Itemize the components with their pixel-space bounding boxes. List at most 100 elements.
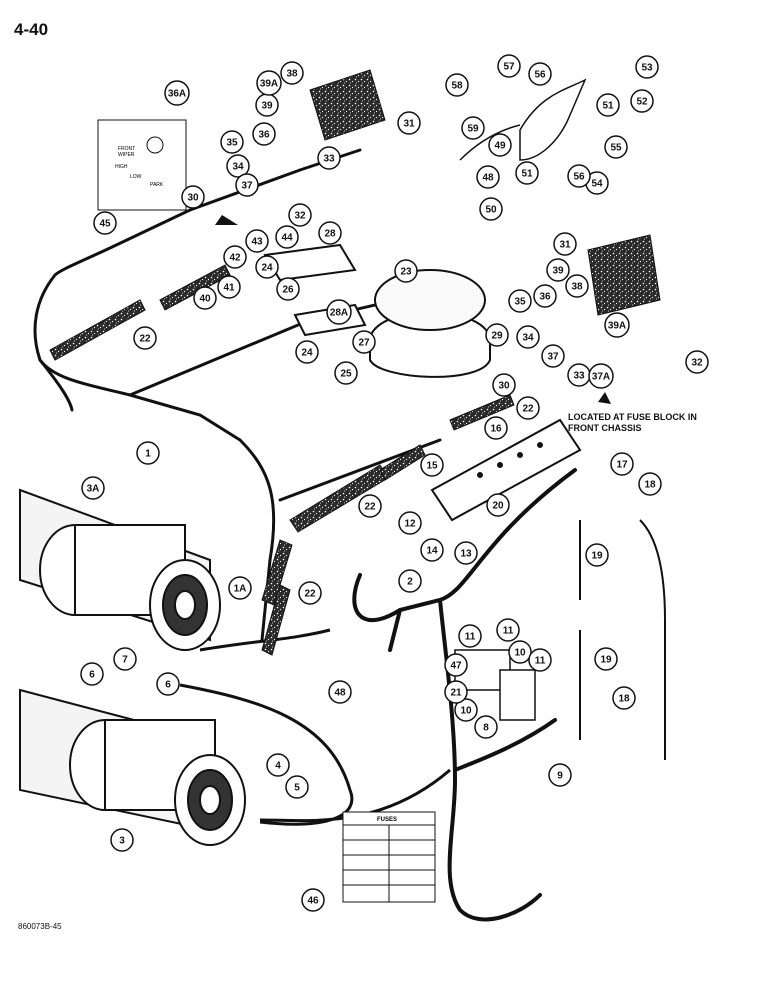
callout-label: 40 (199, 294, 211, 305)
callout-label: 14 (426, 546, 438, 557)
callout-label: 8 (483, 723, 489, 734)
callout-label: 30 (498, 381, 510, 392)
card-park: PARK (150, 182, 164, 188)
callout-27: 27 (352, 330, 376, 354)
callout-14: 14 (420, 538, 444, 562)
callout-label: 39A (608, 321, 626, 332)
callout-label: 22 (364, 502, 376, 513)
callout-label: 42 (229, 253, 241, 264)
callout-label: 11 (535, 656, 546, 667)
callout-31-2: 31 (553, 232, 577, 256)
callout-label: 54 (591, 179, 603, 190)
wiper-motor-pad-right (587, 234, 661, 316)
callout-3a: 3A (81, 476, 105, 500)
callout-label: 50 (485, 205, 497, 216)
callout-label: 22 (139, 334, 151, 345)
callout-label: 36 (258, 130, 270, 141)
callout-56-2: 56 (567, 164, 591, 188)
callout-35-2: 35 (508, 289, 532, 313)
callout-label: 33 (573, 371, 585, 382)
callout-59: 59 (461, 116, 485, 140)
callout-label: 10 (514, 648, 526, 659)
callout-label: 29 (491, 331, 503, 342)
callout-32-1: 32 (288, 203, 312, 227)
callout-19-1: 19 (585, 543, 609, 567)
callout-label: 21 (450, 688, 462, 699)
callout-48-2: 48 (328, 680, 352, 704)
callout-label: 38 (286, 69, 298, 80)
relay-block (454, 649, 536, 721)
callout-5: 5 (285, 775, 309, 799)
callout-17: 17 (610, 452, 634, 476)
callout-label: 11 (503, 626, 514, 637)
callout-19-2: 19 (594, 647, 618, 671)
callout-label: 32 (294, 211, 306, 222)
wiper-bracket (459, 78, 587, 161)
callout-21: 21 (444, 680, 468, 704)
callout-label: 22 (522, 404, 534, 415)
location-note: LOCATED AT FUSE BLOCK IN FRONT CHASSIS (568, 412, 697, 433)
blower-motor-3 (19, 688, 246, 846)
callout-11-1: 11 (458, 624, 482, 648)
callout-label: 19 (600, 655, 612, 666)
callout-label: 13 (460, 549, 472, 560)
callout-label: 53 (641, 63, 653, 74)
callout-label: 56 (573, 172, 585, 183)
callout-1: 1 (136, 441, 160, 465)
callout-36-1: 36 (252, 122, 276, 146)
callout-26: 26 (276, 277, 300, 301)
callout-label: 41 (223, 283, 235, 294)
callout-31-1: 31 (397, 111, 421, 135)
callout-34-1: 34 (226, 154, 250, 178)
callout-51-2: 51 (596, 93, 620, 117)
callout-37a: 37A (588, 363, 614, 389)
rods (579, 519, 666, 760)
callout-label: 2 (407, 577, 413, 588)
callout-50: 50 (479, 197, 503, 221)
callout-47: 47 (444, 653, 468, 677)
callout-28: 28 (318, 221, 342, 245)
callout-label: 39 (261, 101, 273, 112)
callout-18-1: 18 (638, 472, 662, 496)
callout-label: 51 (521, 169, 533, 180)
callout-label: 19 (591, 551, 603, 562)
blower-motor-3a (19, 488, 221, 651)
callout-label: 3A (87, 484, 100, 495)
callout-label: 43 (251, 237, 263, 248)
callout-label: 39 (552, 266, 564, 277)
callout-label: 59 (467, 124, 479, 135)
callout-label: 10 (460, 706, 472, 717)
callout-32-2: 32 (685, 350, 709, 374)
callout-29: 29 (485, 323, 509, 347)
callout-label: 28 (324, 229, 336, 240)
callout-label: 32 (691, 358, 703, 369)
callout-label: 34 (232, 162, 244, 173)
callout-15: 15 (420, 453, 444, 477)
callout-22-1: 22 (133, 326, 157, 350)
callout-22-4: 22 (298, 581, 322, 605)
callout-label: 47 (450, 661, 462, 672)
callout-label: 56 (534, 70, 546, 81)
callout-58: 58 (445, 73, 469, 97)
fuse-card-title: FUSES (377, 817, 397, 823)
callout-22-2: 22 (516, 396, 540, 420)
callout-label: 1 (145, 449, 151, 460)
callout-layer: 11A233A456678910101111111213141516171818… (80, 54, 709, 912)
callout-37-1: 37 (235, 173, 259, 197)
fuse-panel-14 (430, 418, 582, 522)
callout-1a: 1A (228, 576, 252, 600)
callout-label: 22 (304, 589, 316, 600)
callout-35-1: 35 (220, 130, 244, 154)
page-number: 4-40 (14, 20, 49, 39)
callout-label: 49 (494, 141, 506, 152)
callout-label: 17 (616, 460, 628, 471)
callout-label: 37A (592, 372, 610, 383)
callout-label: 48 (482, 173, 494, 184)
callout-label: 20 (492, 501, 504, 512)
callout-44: 44 (275, 225, 299, 249)
callout-label: 44 (281, 233, 293, 244)
callout-51-1: 51 (515, 161, 539, 185)
callout-12: 12 (398, 511, 422, 535)
callout-37-2: 37 (541, 344, 565, 368)
callout-7: 7 (113, 647, 137, 671)
